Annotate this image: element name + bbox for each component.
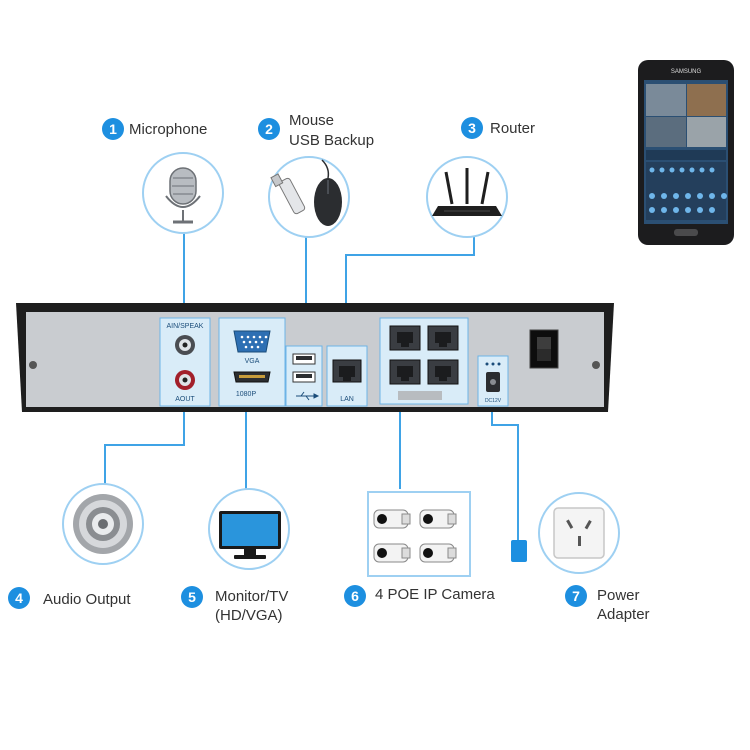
audio-jack-icon: [73, 494, 133, 554]
microphone-icon: [165, 167, 201, 224]
mouse-usb-device: [268, 156, 350, 238]
poe-port-labels: [398, 391, 442, 400]
phone-brand-label: SAMSUNG: [671, 69, 702, 75]
vga-label: VGA: [245, 358, 260, 365]
usb-symbol-icon: [296, 391, 320, 401]
usb-port-icon: [292, 353, 316, 383]
power-line: [491, 405, 519, 540]
vga-port-icon: [233, 330, 271, 353]
camera-icon: [373, 509, 457, 563]
usb-stick-icon: [270, 173, 306, 215]
callout-label-usb-backup: USB Backup: [289, 132, 375, 149]
callout-number-5: 5: [181, 586, 203, 608]
router-icon: [432, 168, 502, 216]
dc-port-icon: [485, 362, 501, 392]
ain-speak-label: AIN/SPEAK: [167, 323, 204, 330]
mouse-icon: [314, 159, 342, 226]
callout-label-audio-output: Audio Output: [43, 591, 131, 608]
audio-output-line: [104, 405, 185, 484]
power-socket-icon: [553, 507, 605, 559]
callout-label-microphone: Microphone: [129, 121, 208, 138]
callout-label-hd-vga: (HD/VGA): [215, 607, 283, 624]
router-device: [426, 156, 508, 238]
aout-port-icon: [175, 370, 195, 390]
power-adapter-device: [538, 492, 620, 574]
callout-label-power: Power: [597, 587, 640, 604]
audio-port-box: [159, 317, 211, 407]
ip-camera-group: [367, 491, 471, 577]
callout-number-2: 2: [258, 118, 280, 140]
callout-label-router: Router: [490, 120, 536, 137]
mount-screw-left: [29, 361, 37, 369]
callout-label-monitor-tv: Monitor/TV: [215, 588, 289, 605]
hdmi-port-icon: [233, 371, 271, 383]
power-plug: [511, 540, 527, 562]
phone-home-button: [674, 229, 698, 236]
lan-port-icon: [332, 359, 362, 383]
callout-label-mouse: Mouse: [289, 112, 335, 129]
callout-number-1: 1: [102, 118, 124, 140]
aout-label: AOUT: [175, 396, 195, 403]
monitor-icon: [219, 511, 281, 559]
power-switch: [529, 329, 559, 369]
dc12v-label: DC12V: [485, 398, 502, 404]
callout-label-poe-camera: 4 POE IP Camera: [375, 586, 495, 603]
ain-port-icon: [175, 335, 195, 355]
callout-number-6: 6: [344, 585, 366, 607]
poe-port-icons: [389, 325, 459, 385]
router-line: [345, 237, 475, 346]
lan-label: LAN: [340, 396, 354, 403]
nvr-device: AIN/SPEAK AOUT VGA 1080P: [16, 303, 614, 412]
microphone-device: [142, 152, 224, 234]
monitor-device: [208, 488, 290, 570]
camera-box: [367, 491, 471, 577]
mount-screw-right: [592, 361, 600, 369]
callout-number-3: 3: [461, 117, 483, 139]
callout-number-4: 4: [8, 587, 30, 609]
smartphone-device: SAMSUNG: [638, 60, 734, 245]
audio-output-device: [62, 483, 144, 565]
connection-lines: [104, 232, 519, 540]
hdmi-1080p-label: 1080P: [236, 391, 257, 398]
callout-number-7: 7: [565, 585, 587, 607]
callout-label-adapter: Adapter: [597, 606, 650, 623]
